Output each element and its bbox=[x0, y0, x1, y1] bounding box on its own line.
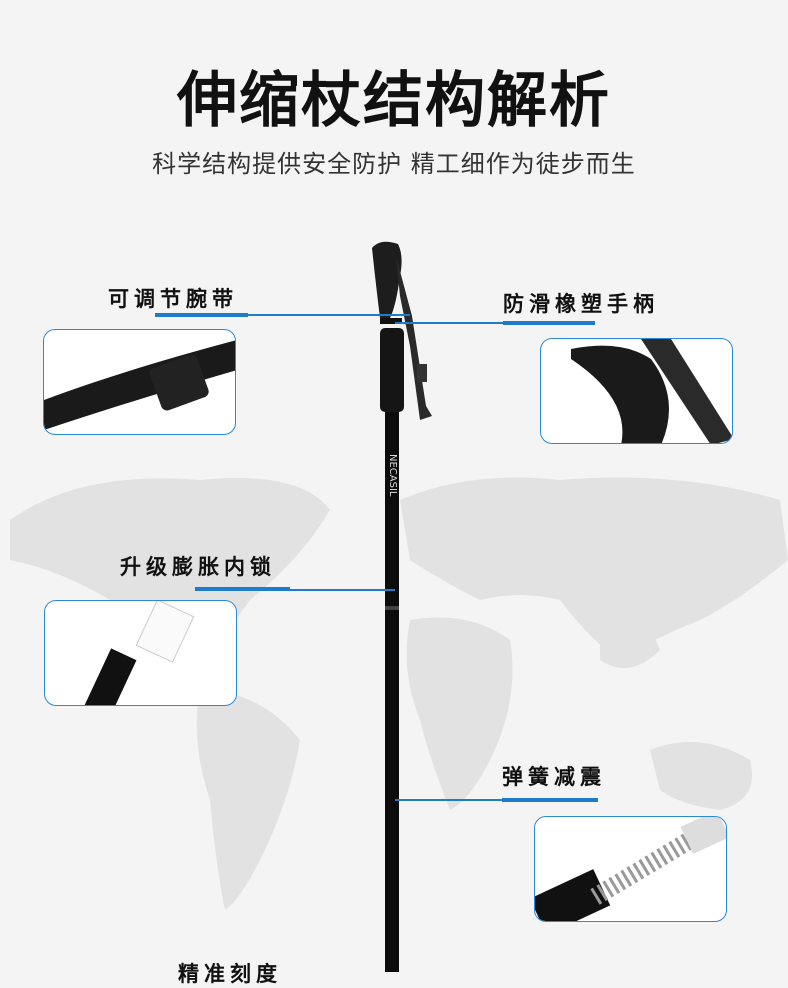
feature-label-wrist-strap: 可调节腕带 bbox=[108, 287, 238, 311]
label-underline bbox=[503, 321, 595, 325]
callout-line bbox=[395, 322, 503, 324]
trekking-pole-image: NECASIL bbox=[372, 241, 432, 972]
feature-label-expansion-lock: 升级膨胀内锁 bbox=[120, 555, 276, 579]
callout-line bbox=[248, 314, 410, 316]
callout-line bbox=[290, 589, 395, 591]
label-underline bbox=[155, 313, 248, 317]
feature-label-scale: 精准刻度 bbox=[178, 962, 282, 986]
label-underline bbox=[502, 798, 598, 802]
callout-line bbox=[395, 799, 502, 801]
brand-logo: NECASIL bbox=[387, 454, 398, 497]
feature-label-spring: 弹簧减震 bbox=[502, 765, 606, 789]
page-title: 伸缩杖结构解析 bbox=[177, 66, 611, 136]
feature-image-wrist-strap bbox=[43, 329, 236, 435]
feature-label-grip: 防滑橡塑手柄 bbox=[503, 292, 659, 316]
feature-image-spring bbox=[534, 816, 727, 922]
feature-image-expansion-lock bbox=[44, 600, 237, 706]
page-subtitle: 科学结构提供安全防护 精工细作为徒步而生 bbox=[152, 150, 636, 178]
feature-image-grip bbox=[540, 338, 733, 444]
label-underline bbox=[195, 587, 290, 591]
